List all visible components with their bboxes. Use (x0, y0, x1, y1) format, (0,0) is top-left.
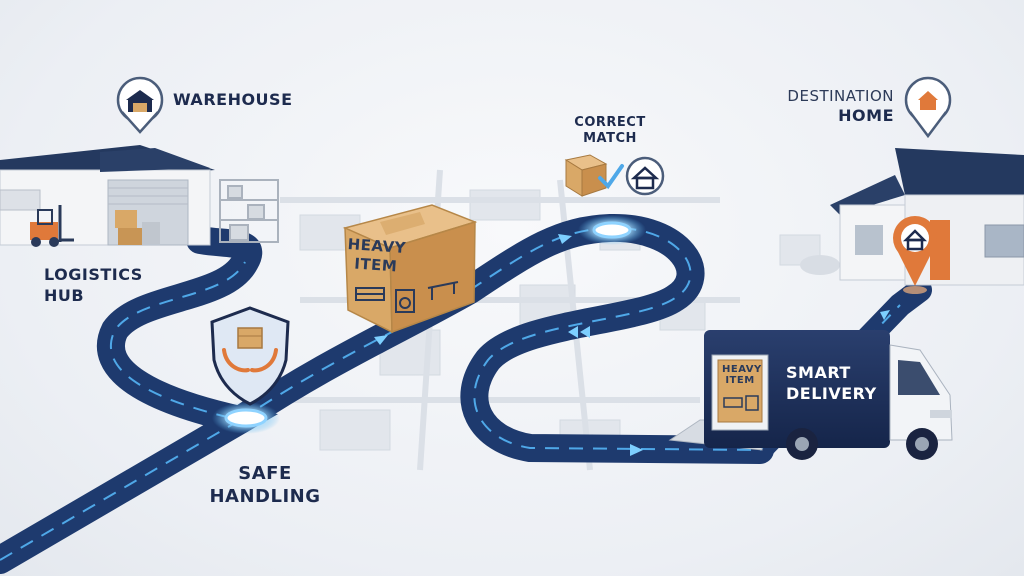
destination-pin (904, 76, 952, 139)
truck-item-label: HEAVY ITEM (722, 364, 762, 386)
warehouse-icon (116, 76, 164, 134)
delivery-truck (668, 330, 953, 460)
sofa-icon (355, 287, 385, 301)
heavy-item-box-line2: ITEM (353, 254, 398, 275)
washer-icon (395, 289, 415, 313)
route-arrow (880, 310, 890, 320)
smart-delivery-line2: DELIVERY (786, 383, 877, 403)
house-pin-icon (893, 216, 937, 294)
route-arrow (374, 335, 388, 345)
route-arrow (580, 326, 590, 338)
logistics-hub-label: LOGISTICS HUB (44, 266, 143, 304)
truck-item-line1: HEAVY (722, 364, 762, 375)
heavy-item-box-line1: HEAVY (347, 235, 407, 258)
logistics-hub-line2: HUB (44, 285, 85, 305)
safe-handling-line1: SAFE (238, 463, 292, 484)
truck-item-line2: ITEM (725, 375, 755, 386)
safe-handling-label: SAFE HANDLING (205, 464, 325, 507)
forklift-icon (30, 205, 74, 247)
smart-delivery-line1: SMART (786, 363, 851, 382)
table-icon (427, 281, 459, 300)
box-check-icon (564, 154, 665, 197)
logistics-hub-line1: LOGISTICS (44, 265, 143, 284)
heavy-item-box-label: HEAVY ITEM (346, 235, 407, 275)
route-arrow (630, 444, 643, 456)
correct-match-label: CORRECT MATCH (560, 115, 660, 147)
shield-hands-icon (210, 306, 290, 406)
smart-delivery-label: SMART DELIVERY (786, 364, 877, 402)
destination-label: DESTINATION (787, 87, 894, 105)
route-road-main (226, 213, 774, 464)
home-label: HOME (838, 106, 894, 125)
route-arrow (558, 234, 572, 244)
warehouse-label: WAREHOUSE (173, 90, 293, 109)
shelving (219, 179, 279, 243)
heavy-item-box (342, 204, 478, 334)
correct-match-line2: MATCH (583, 131, 637, 147)
correct-match-line1: CORRECT (574, 115, 646, 130)
safe-handling-line2: HANDLING (209, 485, 321, 507)
route-arrow (568, 326, 578, 338)
